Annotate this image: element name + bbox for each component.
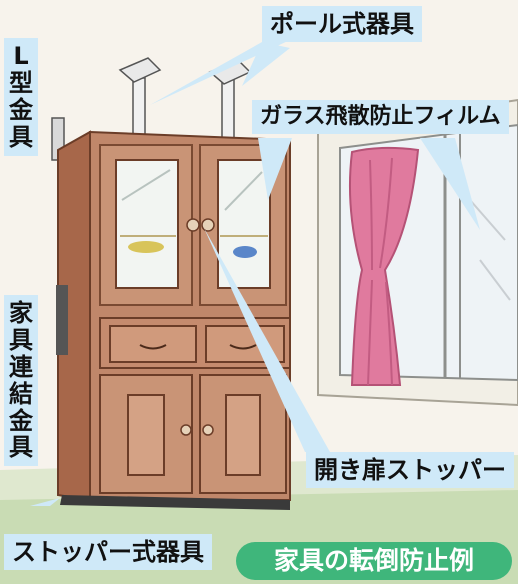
label-l-bracket: L型金具 xyxy=(4,38,38,156)
label-furniture-connector: 家具連結金具 xyxy=(4,295,38,467)
label-door-stopper: 開き扉ストッパー xyxy=(306,452,514,488)
callout-pointers xyxy=(30,40,480,506)
connector-bracket xyxy=(56,285,68,355)
title-badge: 家具の転倒防止例 xyxy=(236,542,512,580)
stopper-base xyxy=(60,495,290,510)
cabinet xyxy=(89,130,291,501)
curtain xyxy=(348,146,420,386)
label-stopper-fixture: ストッパー式器具 xyxy=(4,534,212,570)
label-pole-fixture: ポール式器具 xyxy=(262,6,422,42)
label-glass-film: ガラス飛散防止フィルム xyxy=(252,100,509,134)
window xyxy=(317,98,518,407)
